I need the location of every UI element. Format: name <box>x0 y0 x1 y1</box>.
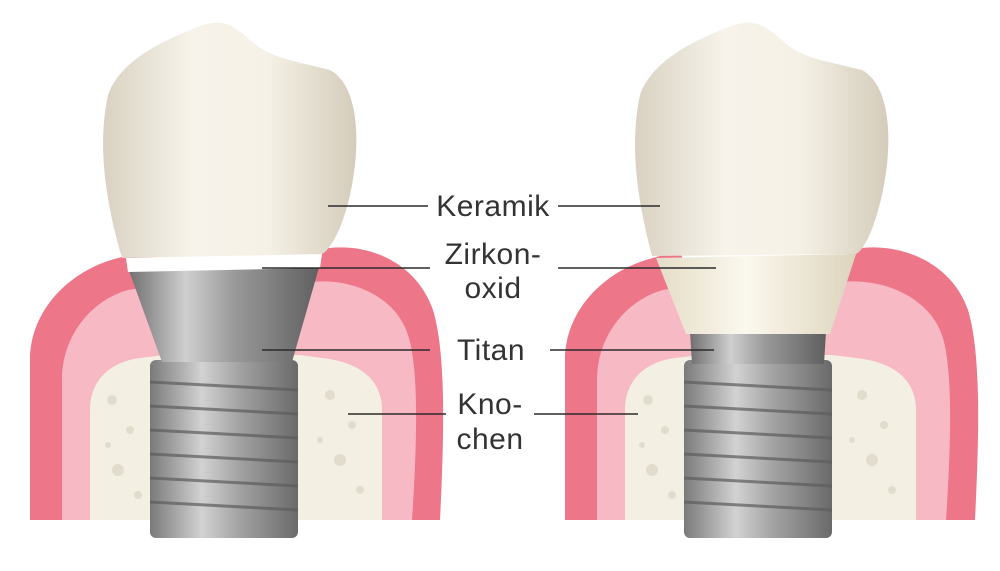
left-implant <box>30 22 444 538</box>
right-titan-collar <box>690 332 826 364</box>
left-titan-abutment <box>128 264 320 362</box>
label-titan: Titan <box>457 334 525 367</box>
labels: Keramik Zirkon- oxid Titan Kno- chen <box>436 190 550 456</box>
right-keramik-crown <box>635 22 889 257</box>
right-implant <box>565 22 979 538</box>
leader-lines <box>262 205 716 415</box>
left-keramik-crown <box>103 22 357 259</box>
left-titan-fixture <box>150 360 298 538</box>
label-knochen-line1: Kno- <box>457 388 522 421</box>
label-zirkonoxid-line2: oxid <box>464 272 521 305</box>
label-zirkonoxid-line1: Zirkon- <box>445 238 542 271</box>
left-bone-texture <box>105 390 364 499</box>
left-threads <box>149 380 299 512</box>
right-zirkonoxid-abutment <box>656 254 856 334</box>
right-threads <box>683 380 833 512</box>
label-keramik: Keramik <box>436 190 550 223</box>
right-bone-texture <box>639 390 896 499</box>
label-knochen-line2: chen <box>456 423 523 456</box>
right-titan-fixture <box>684 360 832 538</box>
